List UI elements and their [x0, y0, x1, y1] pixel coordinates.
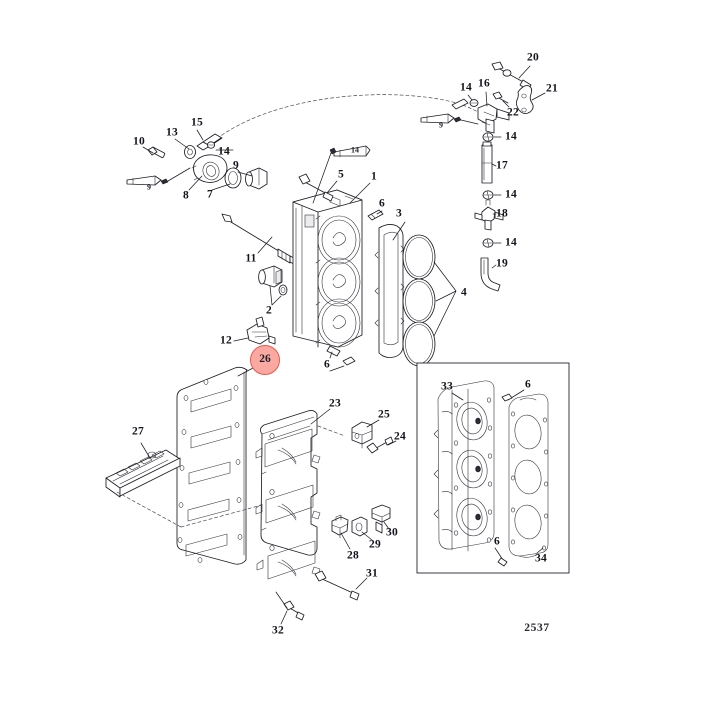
part-14-nut-d: [482, 238, 494, 248]
tube-label-14: 14: [351, 145, 359, 155]
callout-10: 10: [133, 135, 145, 148]
part-32-screw: [283, 600, 305, 621]
callout-5: 5: [338, 168, 344, 181]
callout-30: 30: [386, 526, 398, 539]
callout-20: 20: [527, 51, 539, 64]
callout-27: 27: [132, 425, 144, 438]
part-23-intake-manifold: [255, 410, 321, 580]
callout-29: 29: [369, 538, 381, 551]
callout-6b: 6: [324, 358, 330, 371]
callout-13: 13: [166, 126, 178, 139]
callout-6a: 6: [379, 197, 385, 210]
part-5-bolt: [298, 173, 334, 202]
part-16-linkage-joint: [477, 103, 510, 134]
callout-33: 33: [441, 380, 453, 393]
part-9-sealant-tube-right: [420, 113, 462, 124]
part-10-screw: [147, 146, 166, 159]
callout-31: 31: [366, 567, 378, 580]
callout-34: 34: [535, 552, 547, 565]
part-29-washer: [351, 516, 368, 537]
part-34-cylinder-head-gasket: [508, 393, 549, 558]
callout-1: 1: [371, 170, 377, 183]
part-2-bushing-seal: [258, 265, 288, 296]
callout-4: 4: [461, 286, 467, 299]
callout-3: 3: [396, 207, 402, 220]
part-13-washer: [184, 145, 196, 159]
callout-28: 28: [347, 549, 359, 562]
callout-14f: 14: [505, 236, 517, 249]
part-9-sealant-tube-left: [126, 175, 169, 186]
callout-14b: 14: [218, 145, 230, 158]
callout-14d: 14: [505, 130, 517, 143]
part-3-cover-gasket: [374, 223, 405, 358]
link-barrel: [451, 98, 469, 110]
part-12-water-fitting: [246, 316, 276, 345]
callout-2: 2: [266, 304, 272, 317]
callout-19: 19: [496, 257, 508, 270]
part-7-seal: [224, 167, 242, 189]
part-24-screw: [366, 436, 394, 454]
part-17-link-rod: [481, 141, 493, 184]
part-33-cylinder-head: [433, 380, 495, 552]
callout-15: 15: [191, 116, 203, 129]
part-27-reed-valve-assembly: [105, 449, 181, 498]
callout-8: 8: [183, 189, 189, 202]
part-19-bent-link: [480, 257, 501, 292]
part-9-fitting: [245, 167, 268, 190]
callout-12: 12: [220, 334, 232, 347]
tube-label-9-left: 9: [147, 182, 151, 192]
callout-22: 22: [507, 106, 519, 119]
callout-14c: 14: [460, 81, 472, 94]
part-1-cylinder-block: [292, 189, 363, 348]
callout-6d: 6: [494, 535, 500, 548]
callout-18: 18: [496, 207, 508, 220]
callout-24: 24: [394, 430, 406, 443]
part-22-screw: [492, 91, 509, 104]
part-11-shift-rod: [221, 213, 299, 267]
part-4-o-rings: [402, 234, 436, 367]
part-14-nut-b: [482, 132, 494, 142]
tube-label-9-right: 9: [439, 120, 443, 130]
part-14-loctite-tube: [329, 145, 371, 158]
part-26-reed-block-gasket-plate: [176, 366, 248, 565]
part-25-bracket: [351, 421, 373, 449]
callout-21: 21: [546, 82, 558, 95]
part-28-clamp: [331, 514, 349, 539]
part-6-dowel-pin-lower: [326, 345, 341, 357]
callout-6c: 6: [525, 378, 531, 391]
callout-32: 32: [272, 624, 284, 637]
callout-7: 7: [207, 188, 213, 201]
callout-23: 23: [329, 397, 341, 410]
callout-25: 25: [378, 408, 390, 421]
highlighted-callout-26[interactable]: 26: [250, 345, 280, 375]
part-21-throttle-lever: [515, 85, 534, 115]
highlighted-callout-26-label: 26: [259, 353, 271, 366]
part-31-long-bolt: [314, 570, 360, 601]
callout-16: 16: [478, 77, 490, 90]
callout-9a: 9: [233, 159, 239, 172]
part-14-nut-a: [469, 99, 479, 107]
callout-17: 17: [496, 159, 508, 172]
part-8-thermostat-housing: [191, 154, 228, 183]
drawing-number: 2537: [524, 622, 550, 634]
part-14-nut-left: [206, 141, 216, 149]
part-30-bolt: [371, 504, 391, 534]
part-18-swivel-joint: [474, 199, 504, 231]
callout-14e: 14: [505, 188, 517, 201]
callout-11: 11: [245, 252, 257, 265]
part-14-nut-c: [482, 190, 494, 200]
